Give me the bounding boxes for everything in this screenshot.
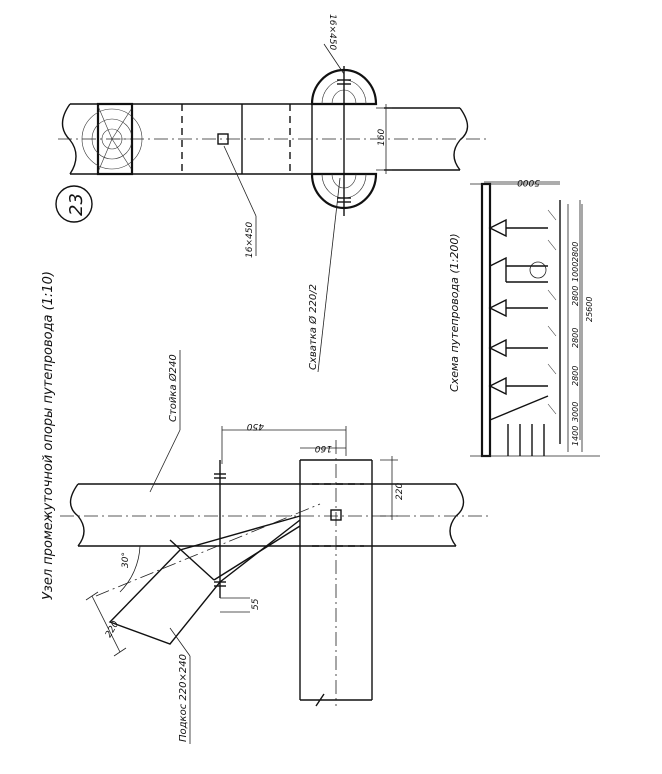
lower-view — [60, 350, 490, 744]
label-podkos: Подкос 220×240 — [178, 654, 189, 742]
dim-30deg: 30° — [121, 552, 131, 568]
span-label: 1400 — [571, 426, 580, 446]
span-label: 3000 — [571, 402, 580, 422]
dim-160-upper: 160 — [377, 129, 387, 146]
dim-160-lower: 160 — [315, 443, 332, 453]
dim-220-lower: 220 — [395, 483, 405, 500]
dim-450: 450 — [247, 421, 264, 431]
upper-view — [55, 43, 490, 373]
span-label: 1000 — [571, 262, 580, 282]
span-label: 2800 — [571, 286, 580, 306]
label-bolt-left: 16×450 — [245, 222, 255, 258]
span-label: 2800 — [571, 366, 580, 386]
drawing-number-circle — [55, 185, 93, 223]
scheme-spans: 2800 1000 2800 2800 2800 3000 1400 — [571, 242, 580, 446]
scheme-title: Схема путепровода (1:200) — [448, 233, 461, 392]
span-label: 2800 — [571, 328, 580, 348]
drawing-number: 23 — [66, 193, 87, 216]
dim-220-brace: 220 — [104, 619, 121, 639]
bridge-scheme — [470, 181, 600, 458]
scheme-total: 25600 — [585, 297, 594, 322]
span-label: 2800 — [571, 242, 580, 262]
scheme-width: 5000 — [517, 177, 540, 187]
drawing-title: Узел промежуточной опоры путепровода (1:… — [41, 271, 56, 600]
end-grain-left — [81, 105, 143, 173]
dim-55: 55 — [251, 598, 261, 610]
label-stoyka: Стойка Ø240 — [167, 354, 179, 422]
label-bolt-top: 16×450 — [327, 14, 337, 50]
label-skhvatka: Схватка Ø 220/2 — [307, 284, 319, 370]
